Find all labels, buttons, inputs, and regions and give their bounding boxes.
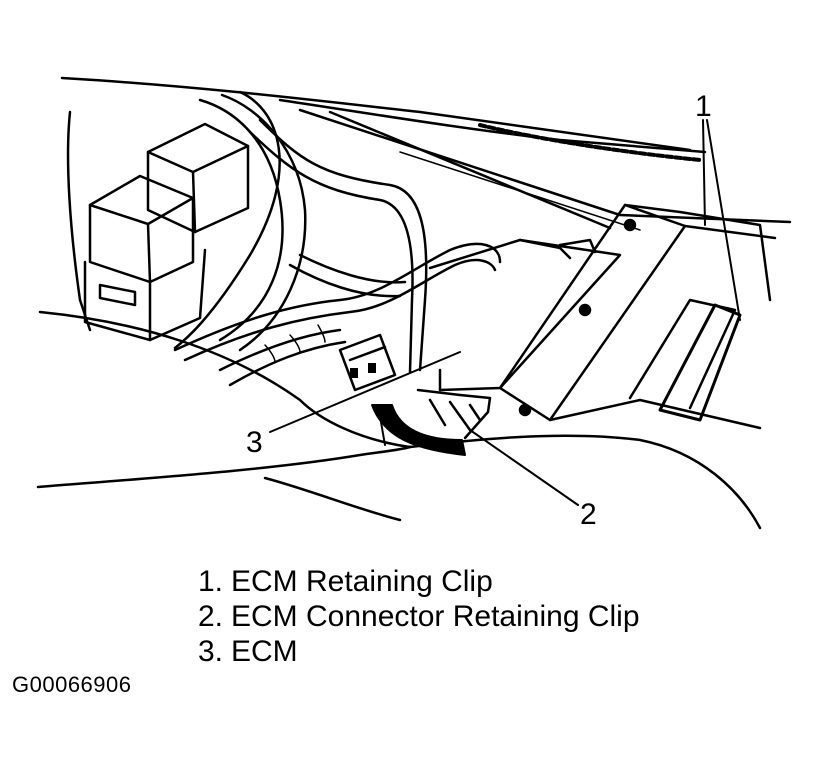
callout-1: 1 xyxy=(695,90,712,123)
relay-block xyxy=(66,110,250,342)
legend-num: 3. xyxy=(198,635,224,668)
legend-label: ECM Connector Retaining Clip xyxy=(231,600,640,633)
engine-bay-illustration xyxy=(36,76,792,530)
legend-num: 1. xyxy=(198,565,224,598)
legend-num: 2. xyxy=(198,600,224,633)
leader-line-3 xyxy=(269,351,461,433)
firewall-lines xyxy=(60,76,792,231)
leader-line-1b xyxy=(706,119,741,321)
ecm-connector xyxy=(338,333,492,440)
removal-arrow xyxy=(371,404,466,456)
legend-item-2: 2.ECM Connector Retaining Clip xyxy=(198,599,640,634)
ecm-retaining-bracket xyxy=(498,203,777,430)
wiring-harness xyxy=(173,90,502,387)
legend-label: ECM Retaining Clip xyxy=(231,565,493,598)
legend-item-1: 1.ECM Retaining Clip xyxy=(198,564,640,599)
callout-2: 2 xyxy=(580,498,597,531)
ecm-module xyxy=(428,238,622,392)
leader-line-1a xyxy=(702,119,706,226)
legend-item-3: 3.ECM xyxy=(198,634,640,669)
leader-line-2 xyxy=(469,429,579,506)
leader-lines xyxy=(269,119,741,506)
callout-3: 3 xyxy=(246,426,263,459)
parts-legend: 1.ECM Retaining Clip 2.ECM Connector Ret… xyxy=(198,564,640,669)
fender-line xyxy=(36,310,762,530)
legend-label: ECM xyxy=(231,635,298,668)
figure-id: G00066906 xyxy=(12,672,132,697)
